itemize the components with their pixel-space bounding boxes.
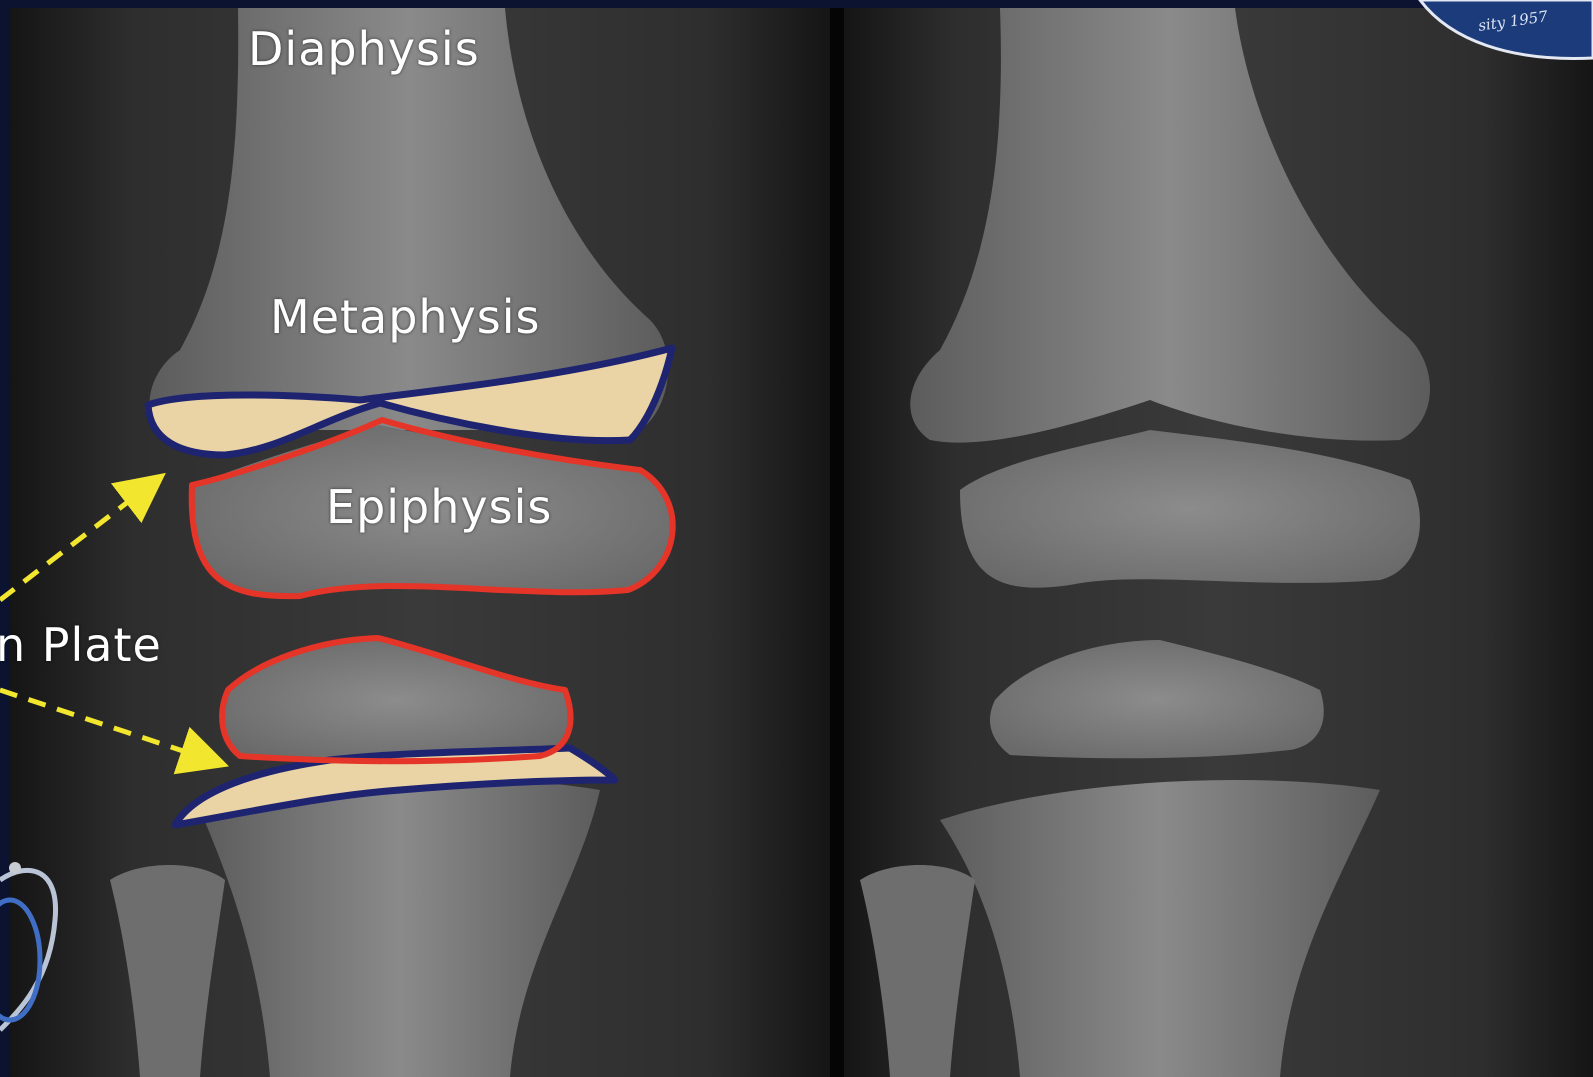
diaphysis-label: Diaphysis bbox=[248, 22, 480, 76]
epiphysis-label: Epiphysis bbox=[326, 480, 552, 534]
panel-divider bbox=[830, 8, 844, 1077]
metaphysis-label: Metaphysis bbox=[270, 290, 541, 344]
left-xray-panel bbox=[0, 8, 830, 1077]
growth-plate-label: n Plate bbox=[0, 618, 162, 672]
right-xray-panel bbox=[844, 8, 1593, 1077]
